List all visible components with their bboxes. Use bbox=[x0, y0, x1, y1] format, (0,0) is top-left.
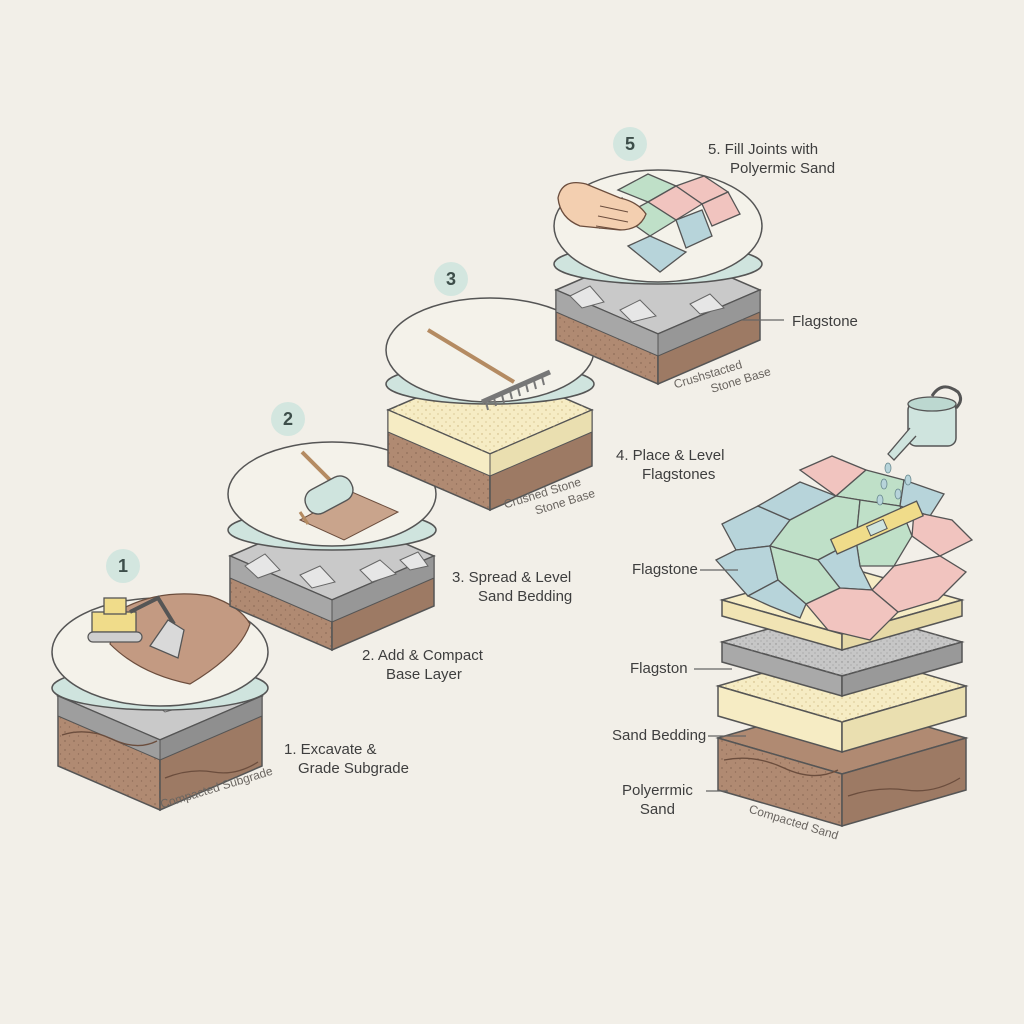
step3-caption-line1: 3. Spread & Level bbox=[452, 568, 572, 587]
step2-caption-line2: Base Layer bbox=[362, 665, 483, 684]
step3-caption: 3. Spread & Level Sand Bedding bbox=[452, 568, 572, 606]
exploded-title: 4. Place & Level Flagstones bbox=[616, 446, 724, 484]
step5-caption-line1: 5. Fill Joints with bbox=[708, 140, 835, 159]
step5-side-label: Flagstone bbox=[792, 312, 858, 331]
step3-caption-line2: Sand Bedding bbox=[452, 587, 572, 606]
label-polyerrmic-sand-line1: Polyerrmic bbox=[622, 781, 693, 800]
step5-block bbox=[554, 170, 762, 384]
label-polyerrmic-sand: Polyerrmic Sand bbox=[622, 781, 693, 819]
exploded-title-line2: Flagstones bbox=[616, 465, 724, 484]
step1-caption-line1: 1. Excavate & bbox=[284, 740, 409, 759]
step-badge-3: 3 bbox=[434, 262, 468, 296]
step5-caption: 5. Fill Joints with Polyermic Sand bbox=[708, 140, 835, 178]
label-flagstone: Flagstone bbox=[632, 560, 698, 579]
step2-caption-line1: 2. Add & Compact bbox=[362, 646, 483, 665]
label-flagston: Flagston bbox=[630, 659, 688, 678]
step5-caption-line2: Polyermic Sand bbox=[708, 159, 835, 178]
label-polyerrmic-sand-line2: Sand bbox=[622, 800, 693, 819]
step-badge-5: 5 bbox=[613, 127, 647, 161]
step2-caption: 2. Add & Compact Base Layer bbox=[362, 646, 483, 684]
exploded-title-line1: 4. Place & Level bbox=[616, 446, 724, 465]
step1-caption-line2: Grade Subgrade bbox=[284, 759, 409, 778]
exploded-stack bbox=[716, 456, 972, 826]
step-badge-2: 2 bbox=[271, 402, 305, 436]
step1-caption: 1. Excavate & Grade Subgrade bbox=[284, 740, 409, 778]
step-badge-1: 1 bbox=[106, 549, 140, 583]
label-sand-bedding: Sand Bedding bbox=[612, 726, 706, 745]
